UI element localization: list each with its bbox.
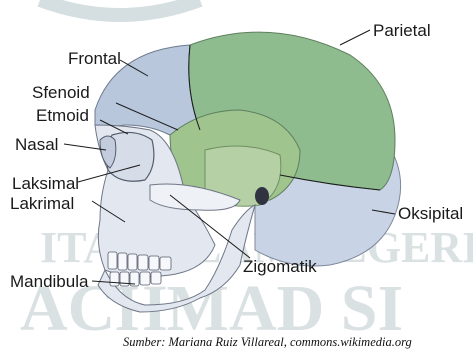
label-oksipital: Oksipital: [398, 204, 463, 223]
tooth: [151, 272, 161, 284]
tooth: [118, 253, 127, 270]
label-etmoid: Etmoid: [36, 106, 89, 125]
tooth: [140, 272, 150, 285]
tooth: [138, 255, 148, 270]
label-frontal: Frontal: [68, 49, 121, 68]
label-lakrimal: Lakrimal: [10, 194, 74, 213]
tooth: [108, 252, 117, 269]
tooth: [160, 257, 171, 270]
watermark-arc: [40, 0, 200, 15]
nasal-bone: [100, 136, 116, 168]
label-laksimal: Laksimal: [12, 174, 79, 193]
label-zigomatik: Zigomatik: [243, 257, 317, 276]
tooth: [128, 254, 137, 270]
tooth: [110, 272, 119, 286]
label-nasal: Nasal: [15, 135, 58, 154]
label-mandibula: Mandibula: [10, 272, 89, 291]
ear-canal: [255, 187, 269, 205]
tooth: [149, 256, 159, 270]
label-sfenoid: Sfenoid: [32, 83, 90, 102]
label-parietal: Parietal: [373, 21, 431, 40]
source-credit: Sumber: Mariana Ruiz Villareal, commons.…: [123, 335, 412, 349]
leader-parietal: [340, 30, 370, 45]
